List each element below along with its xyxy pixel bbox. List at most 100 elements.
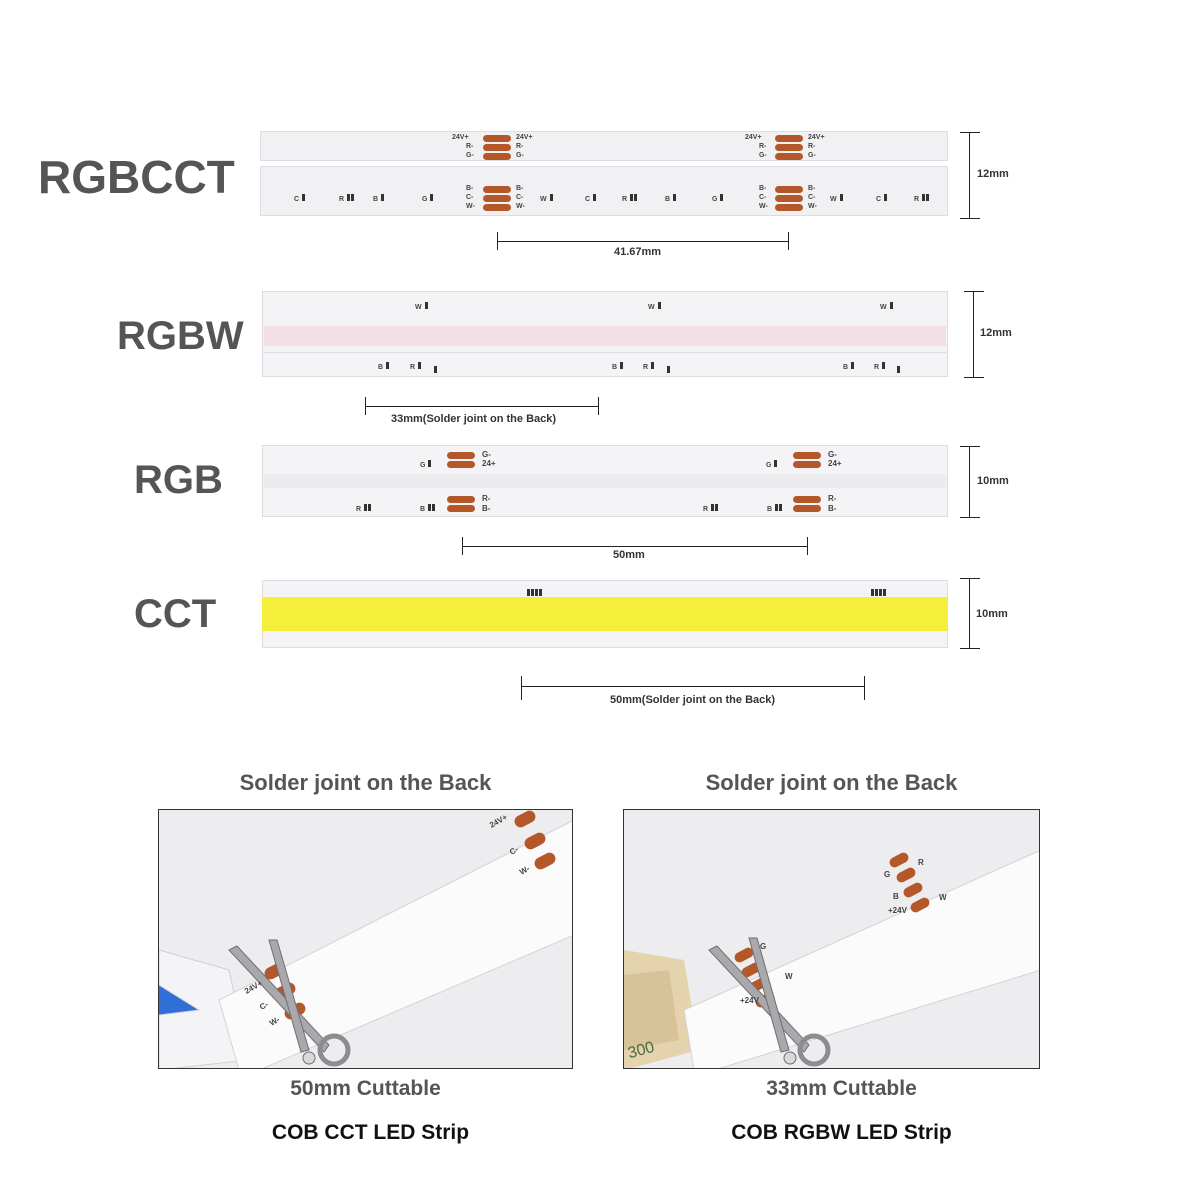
rgbcct-pitch-label: 41.67mm xyxy=(614,246,662,258)
chip-die xyxy=(347,194,351,201)
pin-label: B- xyxy=(516,185,524,192)
pin-label: G- xyxy=(808,152,816,159)
chip-letter: W xyxy=(830,196,837,203)
solder-pad xyxy=(775,153,803,160)
rgbw-cob-tint xyxy=(264,326,946,346)
pin-label: +24V xyxy=(740,996,759,1005)
chip-die xyxy=(922,194,926,201)
chip-letter: G xyxy=(766,462,772,469)
led-chip: W xyxy=(830,188,844,206)
chip-die xyxy=(539,589,542,596)
solder-pad xyxy=(775,144,803,151)
led-chip: G xyxy=(712,188,724,206)
chip-die xyxy=(428,460,432,467)
chip-letter: B xyxy=(420,506,426,513)
dimension-line xyxy=(365,406,599,407)
pin-label: R- xyxy=(482,494,491,503)
chip-die xyxy=(673,194,677,201)
pin-label: B- xyxy=(466,185,474,192)
dimension-tick xyxy=(864,676,865,700)
chip-letter: W xyxy=(648,304,655,311)
chip-letter: R xyxy=(339,196,345,203)
solder-pad xyxy=(793,461,821,468)
chip-die xyxy=(527,589,530,596)
chip-die xyxy=(875,589,878,596)
rgbcct-strip-top xyxy=(260,131,948,161)
solder-pad xyxy=(775,195,803,202)
led-chip: C xyxy=(294,188,306,206)
chip-letter: B xyxy=(378,364,384,371)
chip-letter: W xyxy=(415,304,422,311)
solder-pad xyxy=(775,186,803,193)
pin-label: W- xyxy=(466,203,475,210)
pin-label: C- xyxy=(808,194,816,201)
chip-die xyxy=(535,589,538,596)
pin-label: W- xyxy=(808,203,817,210)
solder-pad xyxy=(447,496,475,503)
chip-die xyxy=(531,589,534,596)
led-chip: C xyxy=(876,188,888,206)
pin-label: G- xyxy=(466,152,474,159)
chip-die xyxy=(926,194,930,201)
pin-label: G- xyxy=(828,450,837,459)
pin-label: G xyxy=(884,870,891,879)
chip-letter: R xyxy=(914,196,920,203)
right-panel-title: Solder joint on the Back xyxy=(705,770,958,795)
chip-letter: W xyxy=(880,304,887,311)
pin-label: C- xyxy=(759,194,767,201)
dimension-tick xyxy=(960,517,980,518)
chip-letter: R xyxy=(874,364,880,371)
chip-die xyxy=(351,194,355,201)
chip-letter: G xyxy=(420,462,426,469)
chip-letter: B xyxy=(767,506,773,513)
led-chip: C xyxy=(585,188,597,206)
chip-die xyxy=(879,589,882,596)
chip-die xyxy=(428,504,432,511)
solder-pad xyxy=(447,461,475,468)
pin-label: R- xyxy=(828,494,837,503)
pin-label: W xyxy=(785,972,793,981)
chip-letter: W xyxy=(540,196,547,203)
chip-letter: C xyxy=(585,196,591,203)
pin-label: 24V+ xyxy=(808,134,825,141)
chip-die xyxy=(851,362,855,369)
led-chip: G xyxy=(766,454,778,472)
solder-pad xyxy=(793,452,821,459)
chip-die xyxy=(657,302,661,309)
chip-letter: G xyxy=(422,196,428,203)
pin-label: W xyxy=(939,893,947,902)
chip-die xyxy=(424,302,428,309)
led-chip: W xyxy=(880,296,894,314)
dimension-tick xyxy=(598,397,599,415)
dimension-tick xyxy=(497,232,498,250)
led-chip: B xyxy=(767,498,783,516)
pin-label: B- xyxy=(759,185,767,192)
solder-pad xyxy=(447,452,475,459)
chip-letter: R xyxy=(622,196,628,203)
rgbw-edge xyxy=(264,352,946,353)
chip-die xyxy=(630,194,634,201)
chip-die xyxy=(889,302,893,309)
chip-letter: R xyxy=(410,364,416,371)
pin-label: +24V xyxy=(888,906,907,915)
solder-pad xyxy=(483,186,511,193)
chip-die xyxy=(434,366,437,373)
solder-pad xyxy=(483,195,511,202)
dimension-tick xyxy=(788,232,789,250)
chip-letter: G xyxy=(712,196,718,203)
led-chip: B xyxy=(373,188,385,206)
solder-pad xyxy=(447,505,475,512)
led-chip: R xyxy=(622,188,638,206)
led-chip: B xyxy=(665,188,677,206)
chip-die xyxy=(651,362,655,369)
chip-die xyxy=(620,362,624,369)
pin-label: W- xyxy=(516,203,525,210)
solder-pad xyxy=(775,135,803,142)
dimension-tick xyxy=(960,578,980,579)
chip-die xyxy=(634,194,638,201)
chip-letter: B xyxy=(612,364,618,371)
led-chip: R xyxy=(356,498,372,516)
chip-die xyxy=(883,589,886,596)
dimension-tick xyxy=(960,218,980,219)
left-product-caption: COB CCT LED Strip xyxy=(271,1121,470,1144)
